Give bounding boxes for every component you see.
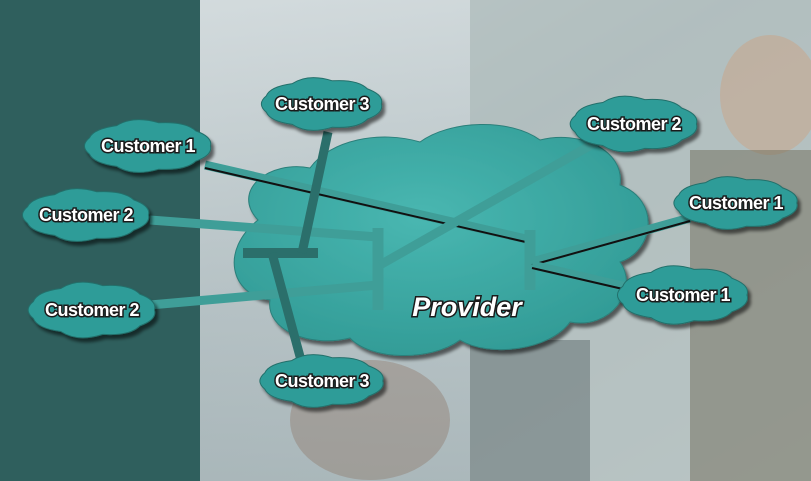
customer-cloud-c1-right-bot xyxy=(616,265,748,325)
customer-label-c3-bottom: Customer 3 xyxy=(275,371,370,391)
customer-cloud-shape xyxy=(259,354,384,408)
customer-cloud-c2-left-top xyxy=(21,188,150,242)
customer-cloud-c1-right-top xyxy=(673,176,798,230)
customer-label-c2-left-bot: Customer 2 xyxy=(45,300,140,320)
link-c2-left-top xyxy=(149,215,379,242)
customer-label-c3-top: Customer 3 xyxy=(275,94,370,114)
photo-person-head xyxy=(720,35,811,155)
link-c1-right-top xyxy=(530,213,692,267)
link-c3-bottom xyxy=(267,251,310,377)
customer-cloud-shape xyxy=(83,119,212,173)
customer-cloud-shape xyxy=(673,176,798,230)
link-c3-top xyxy=(297,131,333,254)
customer-label-c1-right-bot: Customer 1 xyxy=(636,285,731,305)
customer-cloud-c2-right xyxy=(569,95,698,153)
customer-cloud-c2-left-bot xyxy=(27,281,156,339)
customer-cloud-shape xyxy=(616,265,748,325)
customer-label-c2-left-top: Customer 2 xyxy=(39,205,134,225)
link-c1-right-top-thin xyxy=(531,220,691,266)
customer-cloud-c3-top xyxy=(260,77,383,131)
customer-label-c1-right-top: Customer 1 xyxy=(689,193,784,213)
provider-cloud xyxy=(233,124,649,356)
link-c1-left-thin xyxy=(204,167,531,244)
customer-cloud-shape xyxy=(260,77,383,131)
provider-label: Provider xyxy=(412,292,523,322)
left-panel xyxy=(0,0,200,481)
customer-cloud-shape xyxy=(21,188,150,242)
photo-equipment xyxy=(470,340,590,481)
customer-cloud-shape xyxy=(27,281,156,339)
customer-cloud-shape xyxy=(569,95,698,153)
links xyxy=(149,131,692,377)
link-c2-right xyxy=(377,136,603,269)
customer-clouds: Customer 3 Customer 1 Customer 2 Customer 2… xyxy=(21,77,798,408)
link-c2-left-bot xyxy=(149,280,379,310)
customer-cloud-c1-left xyxy=(83,119,212,173)
link-c1-left xyxy=(203,160,532,245)
customer-label-c2-right: Customer 2 xyxy=(587,114,682,134)
link-c1-right-bot xyxy=(530,260,642,295)
customer-label-c1-left: Customer 1 xyxy=(101,136,196,156)
customer-cloud-c3-bottom xyxy=(259,354,384,408)
